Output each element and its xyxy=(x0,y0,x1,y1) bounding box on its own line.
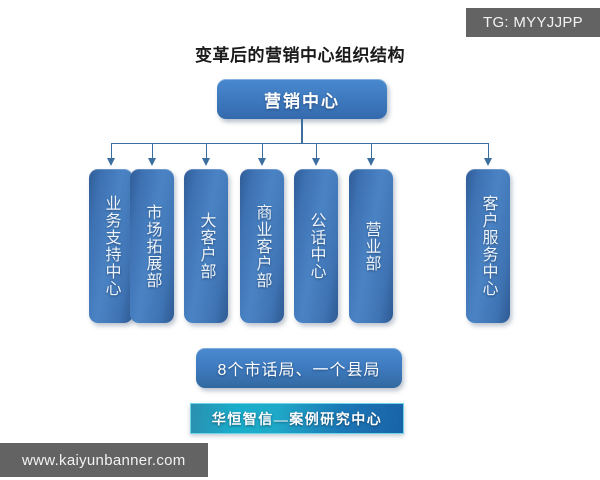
watermark-telegram: TG: MYYJJPP xyxy=(466,8,600,37)
org-node-dept-6[interactable]: 营业部 xyxy=(349,169,393,323)
arrow-icon-7 xyxy=(484,158,492,166)
credit-banner: 华恒智信—案例研究中心 xyxy=(190,403,404,434)
org-node-dept-2-label: 市场拓展部 xyxy=(143,203,161,289)
connector-drop-4 xyxy=(261,143,263,161)
org-node-dept-5-label: 公话中心 xyxy=(307,212,325,280)
org-node-dept-1[interactable]: 业务支持中心 xyxy=(89,169,133,323)
connector-drop-5 xyxy=(315,143,317,161)
arrow-icon-4 xyxy=(258,158,266,166)
arrow-icon-3 xyxy=(202,158,210,166)
connector-drop-3 xyxy=(205,143,207,161)
org-node-dept-1-label: 业务支持中心 xyxy=(102,195,120,297)
connector-drop-1 xyxy=(110,143,112,161)
org-node-dept-4[interactable]: 商业客户部 xyxy=(240,169,284,323)
org-node-dept-6-label: 营业部 xyxy=(362,220,380,272)
credit-banner-label: 华恒智信—案例研究中心 xyxy=(211,412,383,428)
org-node-footer[interactable]: 8个市话局、一个县局 xyxy=(196,348,402,388)
connector-bus xyxy=(111,143,488,144)
connector-trunk xyxy=(301,119,303,144)
watermark-website: www.kaiyunbanner.com xyxy=(0,443,208,477)
org-node-root[interactable]: 营销中心 xyxy=(217,79,387,119)
org-node-dept-3[interactable]: 大客户部 xyxy=(184,169,228,323)
org-node-dept-5[interactable]: 公话中心 xyxy=(294,169,338,323)
page-title: 变革后的营销中心组织结构 xyxy=(195,46,405,65)
org-node-footer-label: 8个市话局、一个县局 xyxy=(217,362,381,379)
org-node-dept-3-label: 大客户部 xyxy=(197,212,215,280)
org-node-root-label: 营销中心 xyxy=(264,91,340,111)
arrow-icon-2 xyxy=(148,158,156,166)
connector-drop-6 xyxy=(370,143,372,161)
arrow-icon-5 xyxy=(312,158,320,166)
org-node-dept-7[interactable]: 客户服务中心 xyxy=(466,169,510,323)
arrow-icon-6 xyxy=(367,158,375,166)
org-node-dept-4-label: 商业客户部 xyxy=(253,203,271,289)
org-node-dept-7-label: 客户服务中心 xyxy=(479,195,497,297)
connector-drop-2 xyxy=(151,143,153,161)
connector-drop-7 xyxy=(487,143,489,161)
org-node-dept-2[interactable]: 市场拓展部 xyxy=(130,169,174,323)
arrow-icon-1 xyxy=(107,158,115,166)
